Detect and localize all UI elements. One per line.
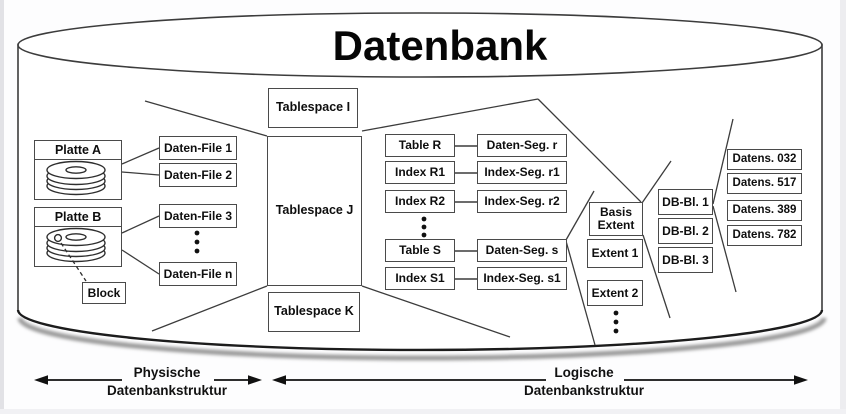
vertical-ellipsis-extents (613, 310, 619, 334)
tablespace-node: Tablespace K (268, 292, 360, 332)
legend-physical-line2: Datenbankstruktur (106, 383, 228, 399)
legend-physical-line1: Physische (133, 365, 201, 380)
record-node: Datens. 517 (727, 173, 802, 194)
data-file-node: Daten-File n (159, 262, 237, 286)
legend-logical-line1: Logische (554, 365, 614, 380)
cylinder-bottom-rim (16, 309, 824, 352)
record-node: Datens. 032 (727, 149, 802, 170)
tablespace-node: Tablespace I (268, 88, 358, 128)
record-node: Datens. 389 (727, 200, 802, 221)
vertical-ellipsis-files (194, 230, 200, 254)
extent-node: Extent 1 (587, 239, 643, 268)
vertical-ellipsis-tables (421, 216, 427, 238)
index-node: Index R1 (385, 161, 455, 184)
segment-node: Index-Seg. r1 (477, 161, 567, 184)
segment-node: Daten-Seg. s (477, 239, 567, 262)
data-file-node: Daten-File 2 (159, 163, 237, 187)
page-edge-bottom (0, 409, 846, 414)
basis-extent-line2: Extent (597, 218, 635, 232)
legend-logical: Logische Datenbankstruktur (513, 364, 655, 400)
data-file-node: Daten-File 3 (159, 204, 237, 228)
db-block-node: DB-Bl. 3 (658, 247, 713, 273)
legend-physical: Physische Datenbankstruktur (96, 364, 238, 400)
page-edge-left (0, 0, 4, 414)
data-file-node: Daten-File 1 (159, 136, 237, 160)
logical-structure-arrow (272, 375, 808, 385)
hierarchy-fan-lines (144, 98, 737, 346)
block-node: Block (82, 282, 126, 304)
physical-structure-arrow (34, 375, 262, 385)
legend-logical-line2: Datenbankstruktur (523, 383, 645, 399)
page-edge-right (840, 0, 846, 414)
segment-node: Daten-Seg. r (477, 134, 567, 157)
disk-platte-a: Platte A (34, 140, 122, 200)
index-node: Index R2 (385, 190, 455, 213)
table-segment-connectors (455, 145, 477, 280)
basis-extent-node: Basis Extent (589, 202, 643, 236)
diagram-title: Datenbank (332, 22, 548, 69)
disk-platte-b: Platte B (34, 207, 122, 267)
db-block-node: DB-Bl. 1 (658, 189, 713, 215)
db-block-node: DB-Bl. 2 (658, 218, 713, 244)
table-node: Table S (385, 239, 455, 262)
index-node: Index S1 (385, 267, 455, 290)
table-node: Table R (385, 134, 455, 157)
segment-node: Index-Seg. s1 (477, 267, 567, 290)
extent-node: Extent 2 (587, 280, 643, 306)
cylinder-bottom-shadow (17, 317, 827, 361)
disk-platte-b-label: Platte B (35, 208, 121, 227)
cylinder-top-ellipse (17, 12, 823, 78)
basis-extent-line1: Basis (599, 205, 633, 220)
segment-node: Index-Seg. r2 (477, 190, 567, 213)
tablespace-node: Tablespace J (267, 136, 362, 286)
disk-platte-a-label: Platte A (35, 141, 121, 160)
record-node: Datens. 782 (727, 225, 802, 246)
disk-file-connectors (121, 147, 160, 275)
